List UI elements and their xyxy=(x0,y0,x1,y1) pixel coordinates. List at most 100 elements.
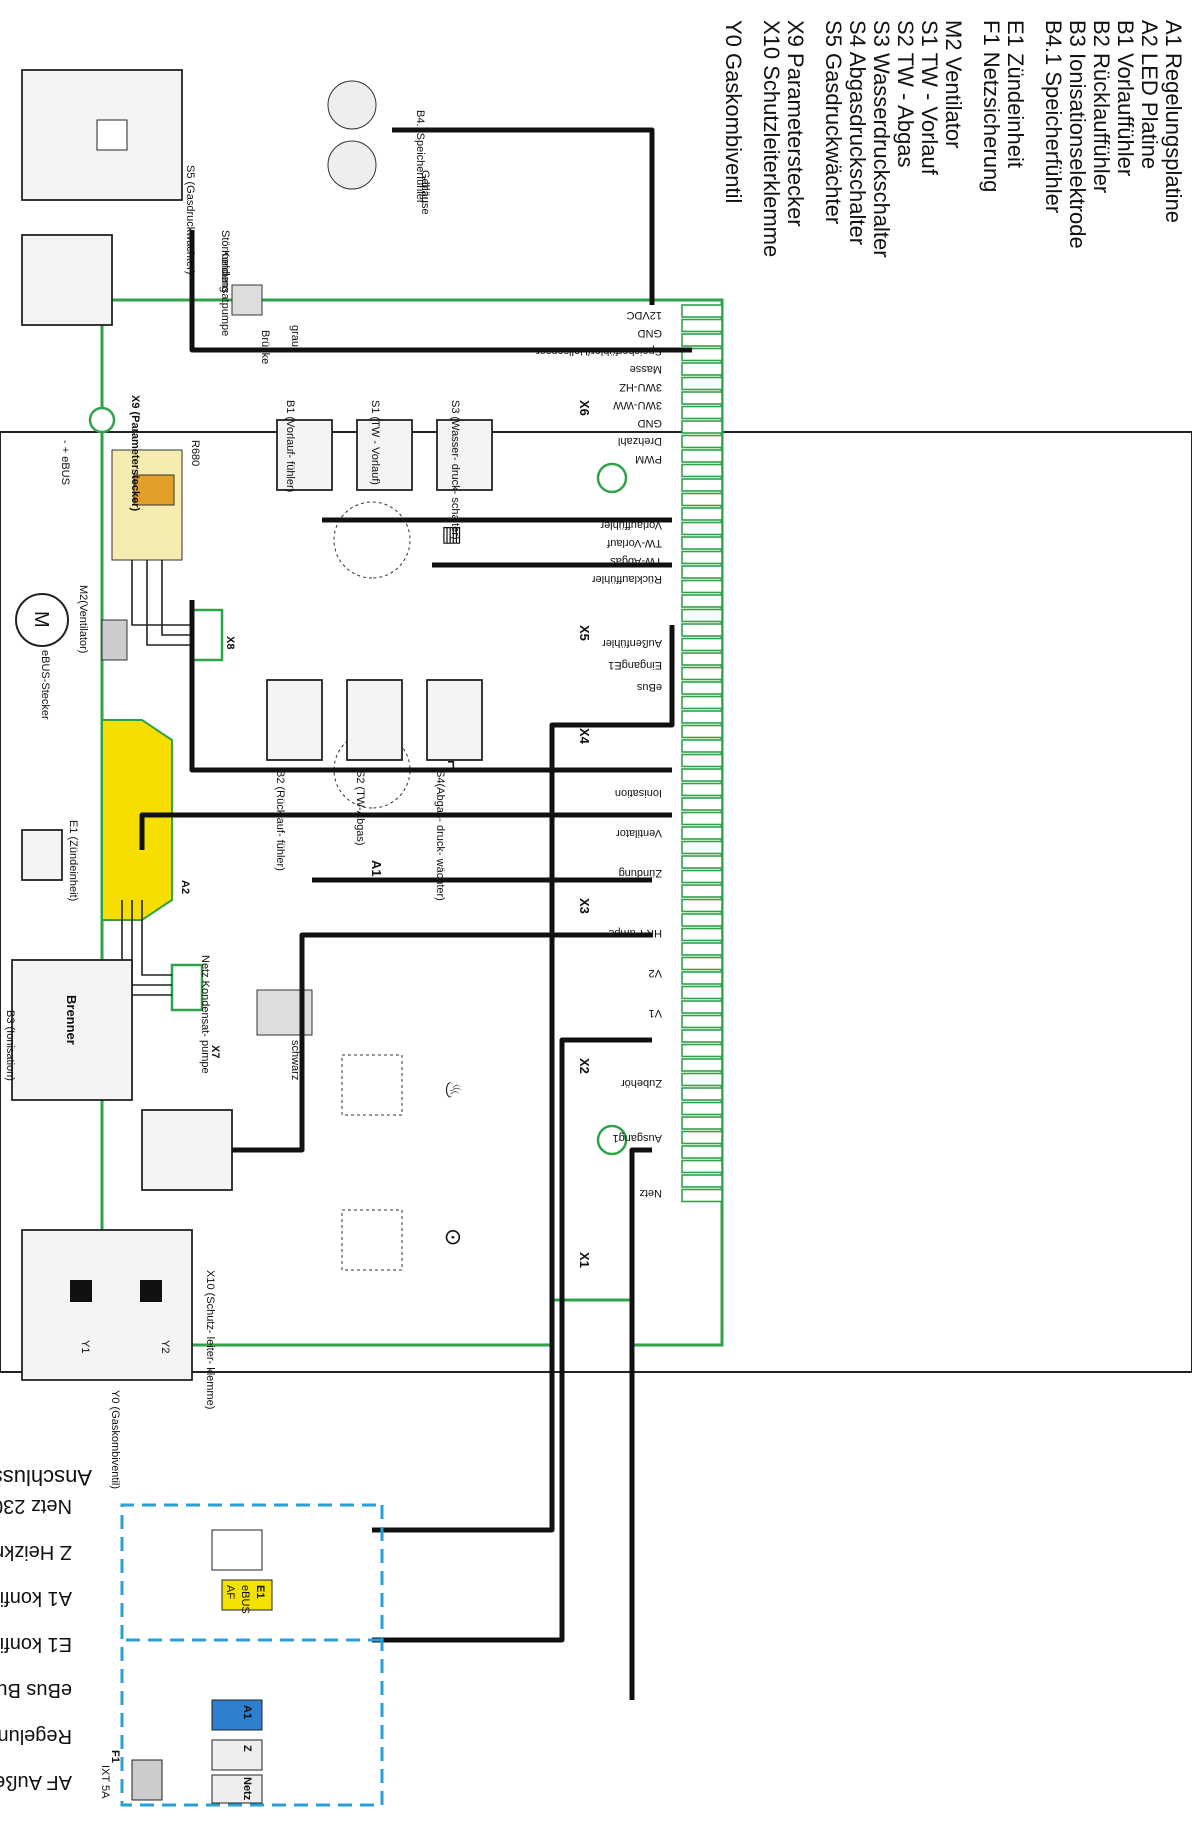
b1-sensor xyxy=(276,419,333,491)
m2-label: M2(Ventilator) xyxy=(77,585,89,653)
netz-terminal-label: Netz xyxy=(241,1777,253,1801)
ebus-stecker-label: eBUS-Stecker xyxy=(39,650,51,720)
x6-label: X6 xyxy=(577,400,592,416)
connector-pin xyxy=(681,492,723,507)
connector-pin xyxy=(681,420,723,434)
wire-zuendung xyxy=(139,812,672,850)
legend-item: S2 TW - Abgas xyxy=(893,20,918,168)
connector-pin xyxy=(681,1145,723,1159)
ebus-pm-label: - + eBUS xyxy=(59,440,71,485)
x5-pin-label: TW-Vorlauf xyxy=(606,537,662,549)
wire-netz-terminal xyxy=(629,1147,652,1700)
connector-pin xyxy=(681,695,723,710)
x4-pin-label: EingangE1 xyxy=(608,659,662,671)
y0-label: Y0 (Gaskombiventil) xyxy=(109,1390,121,1489)
wire-ventilator xyxy=(189,600,672,773)
x1-label: X1 xyxy=(577,1252,592,1268)
a2-label: A2 xyxy=(179,880,191,894)
y2-coil-icon xyxy=(140,1280,162,1302)
connector-pin xyxy=(681,739,723,753)
legend-item: S1 TW - Vorlauf xyxy=(917,20,942,176)
legend-item: E1 Zündeinheit xyxy=(1003,20,1028,168)
f1-label: F1 xyxy=(109,1750,121,1763)
x3-label: X3 xyxy=(577,898,592,914)
blau-label: blau xyxy=(419,182,431,203)
s3-sensor xyxy=(436,419,493,491)
connector-pin xyxy=(681,579,723,594)
anschluss-code: A1 konfigurierbarer Ausgang xyxy=(0,1587,72,1609)
connector-pin xyxy=(681,956,723,971)
s5-switch xyxy=(96,119,128,151)
x6-pin-label: GND xyxy=(638,417,663,429)
netz-pump-plug xyxy=(256,989,313,1036)
anschluss-code: AF Außenfühler xyxy=(0,1771,72,1793)
led-board xyxy=(101,719,173,921)
b2-sensor xyxy=(266,679,323,761)
connector-pin xyxy=(681,333,723,347)
connector-pin xyxy=(681,681,723,695)
connector-pin xyxy=(681,1188,723,1203)
y0-valve-box xyxy=(21,1229,193,1381)
connector-pin xyxy=(681,855,723,869)
connector-pin xyxy=(681,985,723,1000)
connector-pin xyxy=(681,913,723,927)
connector-pin xyxy=(681,507,723,521)
schwarz-label: schwarz xyxy=(289,1040,301,1080)
x8-connector xyxy=(190,608,224,662)
connector-pin xyxy=(681,521,723,536)
gehaeuse-label: Gehäuse xyxy=(419,170,431,215)
anschluss-code: Z Heizkreispumpe xyxy=(0,1541,72,1563)
anschluss-title: Anschlusskasten: xyxy=(0,1465,92,1490)
e1-ignition-unit xyxy=(21,829,63,881)
legend-item: A2 LED Platine xyxy=(1137,20,1162,169)
pcb-mount-hole xyxy=(596,1124,628,1156)
connector-pin xyxy=(681,1043,723,1058)
y1-coil-icon xyxy=(70,1280,92,1302)
connector-pin xyxy=(681,753,723,768)
x2-label: X2 xyxy=(577,1058,592,1074)
connector-pin xyxy=(681,797,723,811)
x6-pin-label: PWM xyxy=(635,453,662,465)
bruecke-label: Brücke xyxy=(259,330,271,364)
pcb-mount-hole xyxy=(88,406,116,434)
connector-pin xyxy=(681,1000,723,1014)
s1-label: S1 (TW - Vorlauf) xyxy=(369,400,381,485)
s4-sensor xyxy=(426,679,483,761)
timer-icon: ⊙ xyxy=(441,1228,466,1246)
connector-pin xyxy=(681,1130,723,1145)
connector-pin xyxy=(681,782,723,797)
b3-label: B3 (Ionisation) xyxy=(4,1010,16,1081)
connector-pin xyxy=(681,449,723,463)
e1-label: E1 (Zündeinheit) xyxy=(67,820,79,901)
x10-label: X10 (Schutz- leiter- klemme) xyxy=(204,1270,216,1409)
f1-spec-label: IXT 5A xyxy=(99,1765,111,1799)
connector-pin xyxy=(681,304,723,318)
anschlusskasten-frame xyxy=(120,1503,384,1807)
pin-labels: 12VDCGNDSpeicherfühler/HallsensorMasse3W… xyxy=(536,309,662,1199)
a1-terminal-blue xyxy=(211,1699,263,1731)
anschluss-code: eBus Busanschluss für externes xyxy=(0,1679,72,1701)
connector-pin xyxy=(681,391,723,405)
wire-v-valves xyxy=(232,932,652,1153)
bruecke-plug xyxy=(231,284,263,316)
legend-item: B1 Vorlauffühler xyxy=(1113,20,1138,176)
connector-pin xyxy=(681,1014,723,1029)
x6-pin-label: Masse xyxy=(630,363,662,375)
a1-label: A1 xyxy=(369,860,384,877)
ebus-terminal-label: eBUS xyxy=(239,1585,251,1614)
sensor-symbol-af xyxy=(333,731,411,809)
fan-m-letter: M xyxy=(30,611,52,628)
kondensatpumpe-label: Kondensatpumpe xyxy=(219,250,231,336)
ebus-plug xyxy=(101,619,128,661)
s4-label: S4(Abgas- druck- wächter) xyxy=(434,770,446,901)
relay-symbol-v xyxy=(341,1054,403,1116)
legend-item: X9 Parameterstecker xyxy=(783,20,808,227)
connector-pin xyxy=(681,898,723,913)
b41-plug-icon xyxy=(327,80,377,130)
r680-label: R680 xyxy=(189,440,201,466)
x4-label: X4 xyxy=(577,728,592,745)
legend-item: B4.1 Speicherfühler xyxy=(1041,20,1066,213)
relay-symbol-z xyxy=(341,1209,403,1271)
connector-pin xyxy=(681,971,723,985)
